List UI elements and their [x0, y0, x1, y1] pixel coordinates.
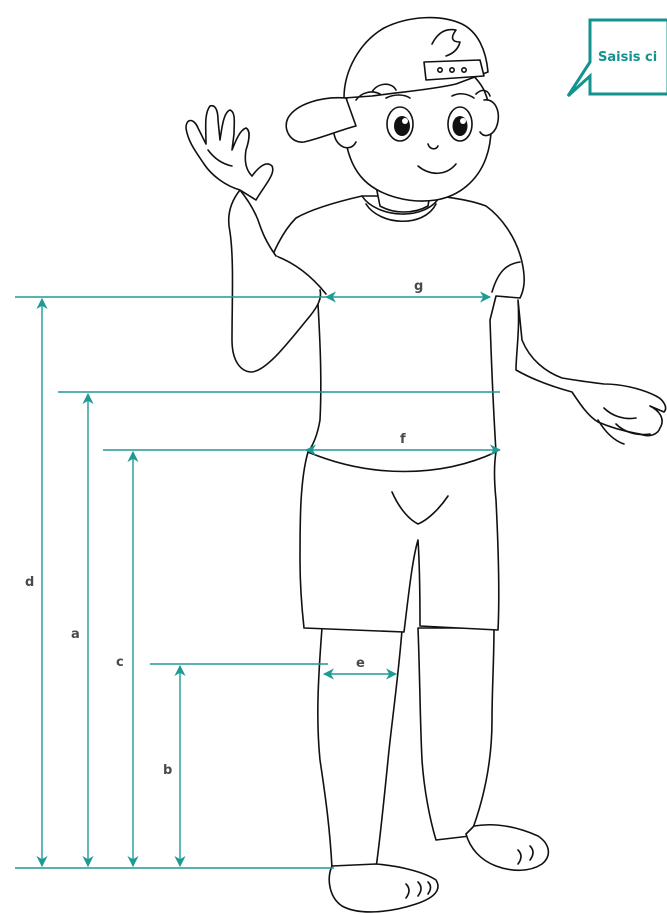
child-illustration [186, 18, 666, 912]
side-arm [516, 300, 666, 436]
speech-bubble-text: Saisis ci [598, 50, 657, 65]
label-g: g [414, 279, 423, 294]
left-foot [466, 825, 548, 871]
label-f: f [400, 432, 406, 447]
t-shirt [266, 196, 525, 472]
label-e: e [356, 656, 365, 671]
shorts [300, 452, 499, 632]
label-b: b [163, 763, 172, 778]
waving-hand [186, 106, 273, 200]
label-a: a [71, 627, 80, 642]
label-d: d [25, 575, 34, 590]
label-c: c [116, 655, 124, 670]
left-leg [418, 628, 494, 840]
speech-bubble[interactable]: Saisis ci [568, 20, 667, 96]
